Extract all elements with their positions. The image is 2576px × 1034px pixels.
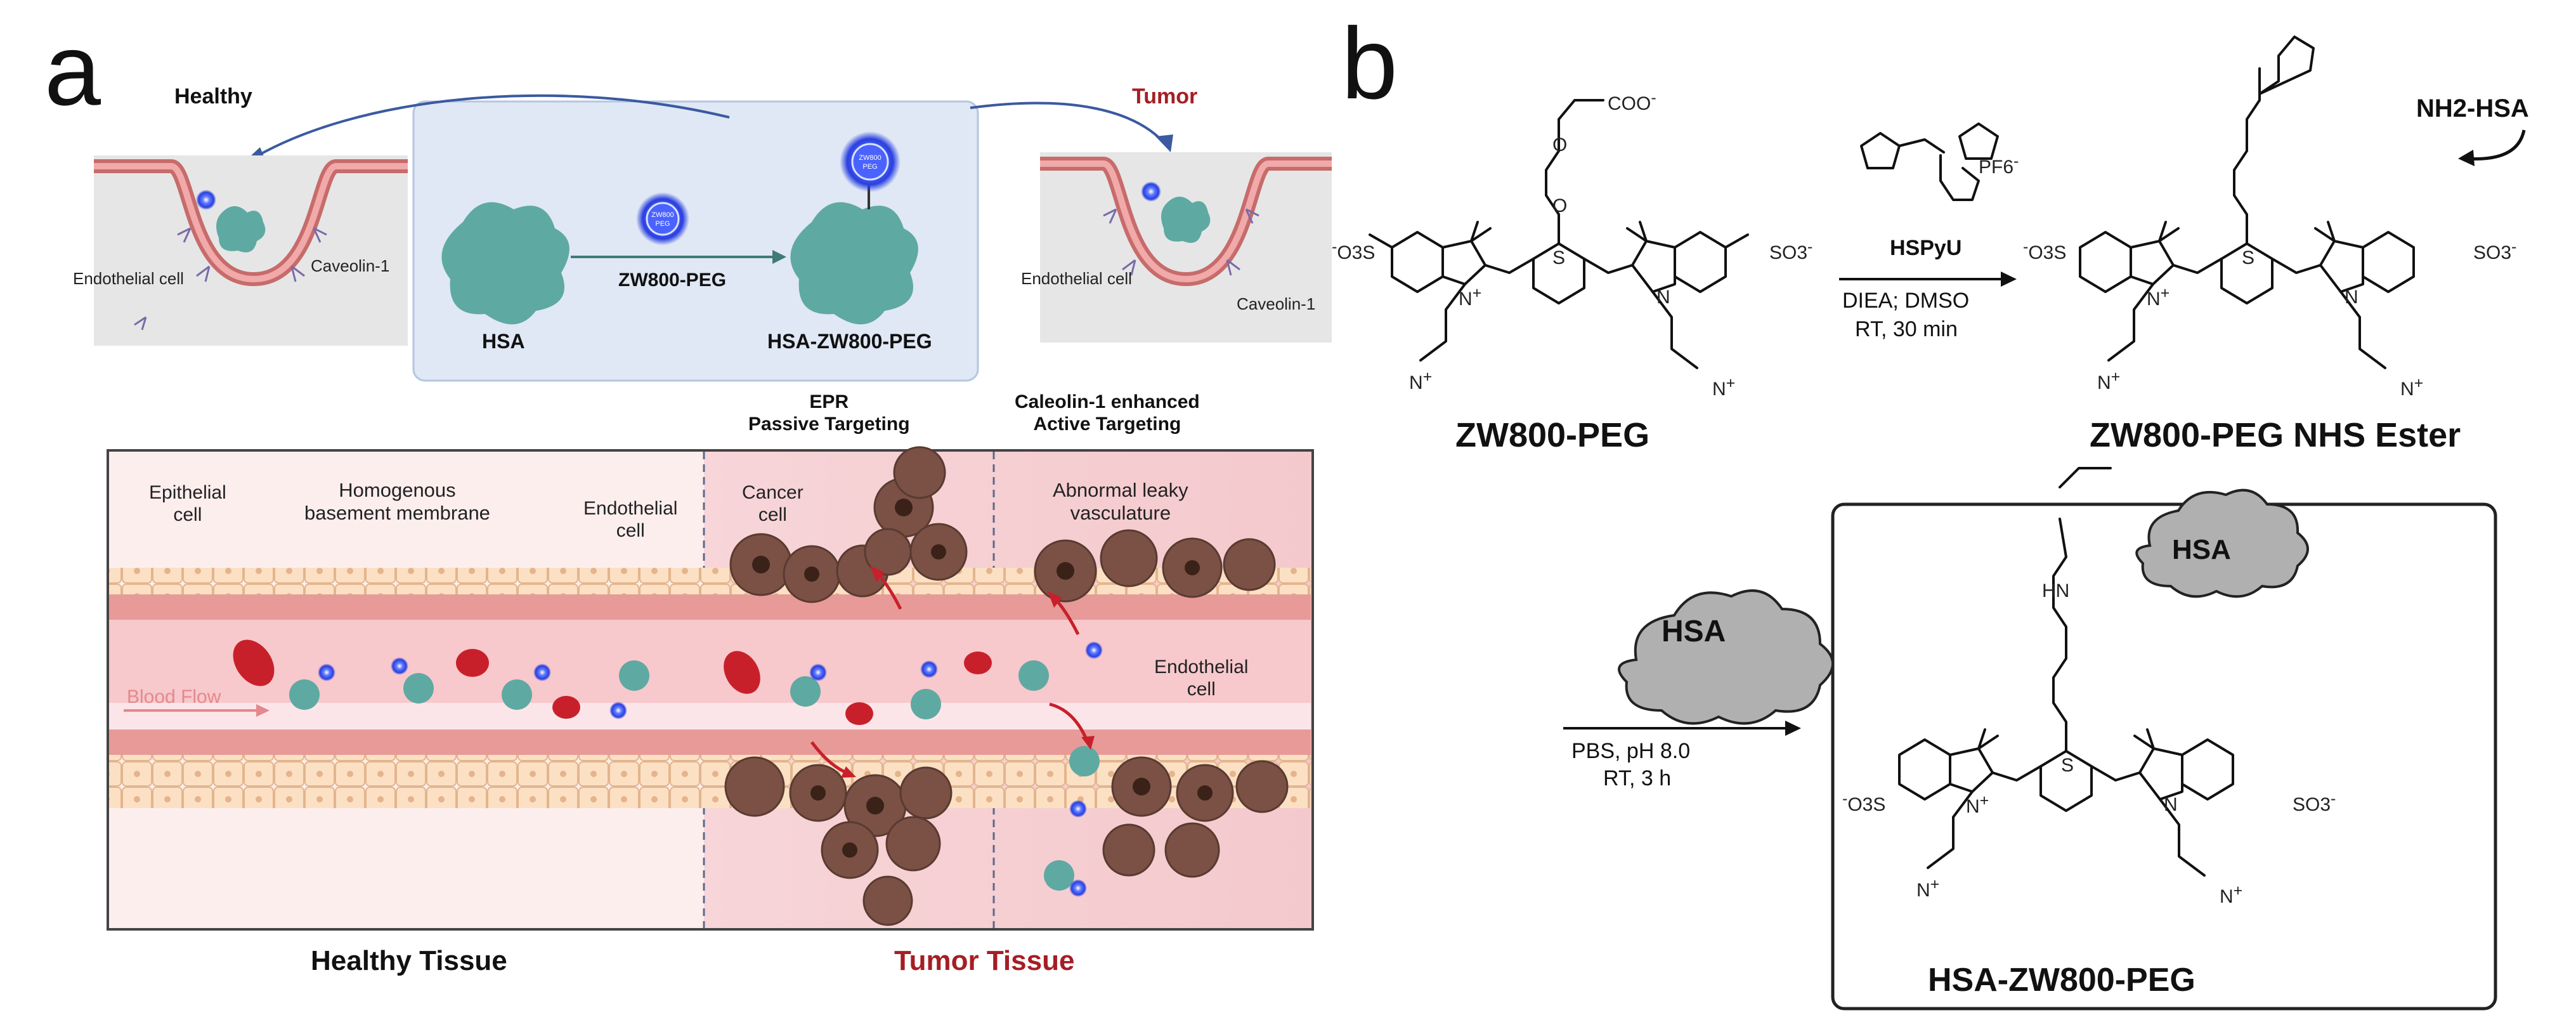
hsa-zw800-complex [790,202,918,325]
caveolin-right-label: Caveolin-1 [1237,294,1316,313]
atom-o3s-2: -O3S [2023,238,2067,263]
caveolin-left-label: Caveolin-1 [311,256,390,275]
atom-n3: N+ [2147,284,2170,310]
hsa-zw800-peg-label: HSA-ZW800-PEG [767,330,932,353]
caveolin-title: Caleolin-1 enhanced Active Targeting [1015,391,1200,435]
hsa-cloud-product-label: HSA [2172,534,2231,565]
panel-letter-b: b [1341,6,1398,120]
atom-nme3-5: N+ [1916,875,1940,901]
zw800-peg-label: ZW800-PEG [618,270,727,291]
endothelial-right-label: Endothelial cell [1021,269,1132,288]
epithelial-label: Epithelial cell [149,482,226,525]
svg-text:PEG: PEG [655,220,670,228]
atom-n2: N [1656,287,1670,308]
atom-nme3-2: N+ [1712,374,1736,400]
endothelial-left-label: Endothelial cell [73,269,184,288]
cancer-label: Cancer cell [742,482,803,525]
atom-n6: N [2164,794,2178,815]
healthy-label: Healthy [174,84,252,108]
protein-healthy [216,206,266,252]
hsa-cloud-reagent-label: HSA [1662,615,1726,648]
atom-o3s-1: -O3S [1332,238,1376,263]
endothelial-label: Endothelial cell [583,498,678,541]
atom-hn: HN [2042,580,2070,601]
atom-n1: N+ [1459,284,1482,310]
atom-n4: N [2345,287,2358,308]
nh2-hsa-label: NH2-HSA [2416,95,2529,122]
hsa-cloud-reagent [1618,589,1834,725]
cond1-line1: DIEA; DMSO [1842,289,1970,313]
basement-label: Homogenous basement membrane [304,479,490,524]
atom-nme3-1: N+ [1409,368,1433,393]
arc-to-tumor [970,101,1168,147]
cond2-line2: RT, 3 h [1603,766,1672,790]
endothelial2-label: Endothelial cell [1154,657,1249,700]
product-box [1831,502,2497,1011]
atom-s1: S [1552,247,1566,268]
tumor-cell-box [1040,152,1332,343]
healthy-tissue-label: Healthy Tissue [311,945,507,976]
final-product-name: HSA-ZW800-PEG [1928,962,2195,998]
panel-a-graphics: ZW800 PEG ZW800 PEG [94,94,1332,931]
panel-b-structures [1369,36,2526,1011]
hspyu-label: HSPyU [1890,236,1962,260]
atom-s3: S [2061,755,2074,776]
nhs-ester-name: ZW800-PEG NHS Ester [2090,416,2461,454]
atom-nme3-3: N+ [2097,368,2121,393]
atom-o2: O [1552,195,1568,216]
tumor-tissue-label: Tumor Tissue [894,945,1075,976]
atom-so3-3: SO3- [2293,790,2336,815]
atom-s2: S [2242,247,2255,268]
hsa-cloud-product [2135,488,2309,598]
atom-so3-2: SO3- [2473,238,2517,263]
zw800-peg-name: ZW800-PEG [1455,416,1650,454]
atom-nme3-6: N+ [2220,882,2243,907]
atom-coo: COO- [1608,89,1656,114]
svg-text:ZW800: ZW800 [651,211,673,219]
svg-text:PEG: PEG [862,163,877,171]
hsa-protein [441,202,569,325]
atom-pf6: PF6- [1979,152,2019,178]
atom-so3-1: SO3- [1769,238,1813,263]
hsa-label: HSA [482,330,525,353]
cond2-line1: PBS, pH 8.0 [1571,739,1691,763]
atom-nme3-4: N+ [2400,374,2424,400]
panel-letter-a: a [44,13,101,126]
atom-o3s-3: -O3S [1842,790,1886,815]
arc-to-healthy [246,94,730,163]
tumor-label: Tumor [1132,84,1198,108]
atom-n5: N+ [1966,792,1989,817]
protein-tumor [1161,197,1211,243]
leaky-label: Abnormal leaky vasculature [1053,479,1188,524]
epr-title: EPR Passive Targeting [748,391,910,435]
cond1-line2: RT, 30 min [1855,317,1958,341]
blood-flow-label: Blood Flow [127,686,221,707]
atom-o1: O [1552,134,1568,155]
svg-text:ZW800: ZW800 [859,154,881,162]
